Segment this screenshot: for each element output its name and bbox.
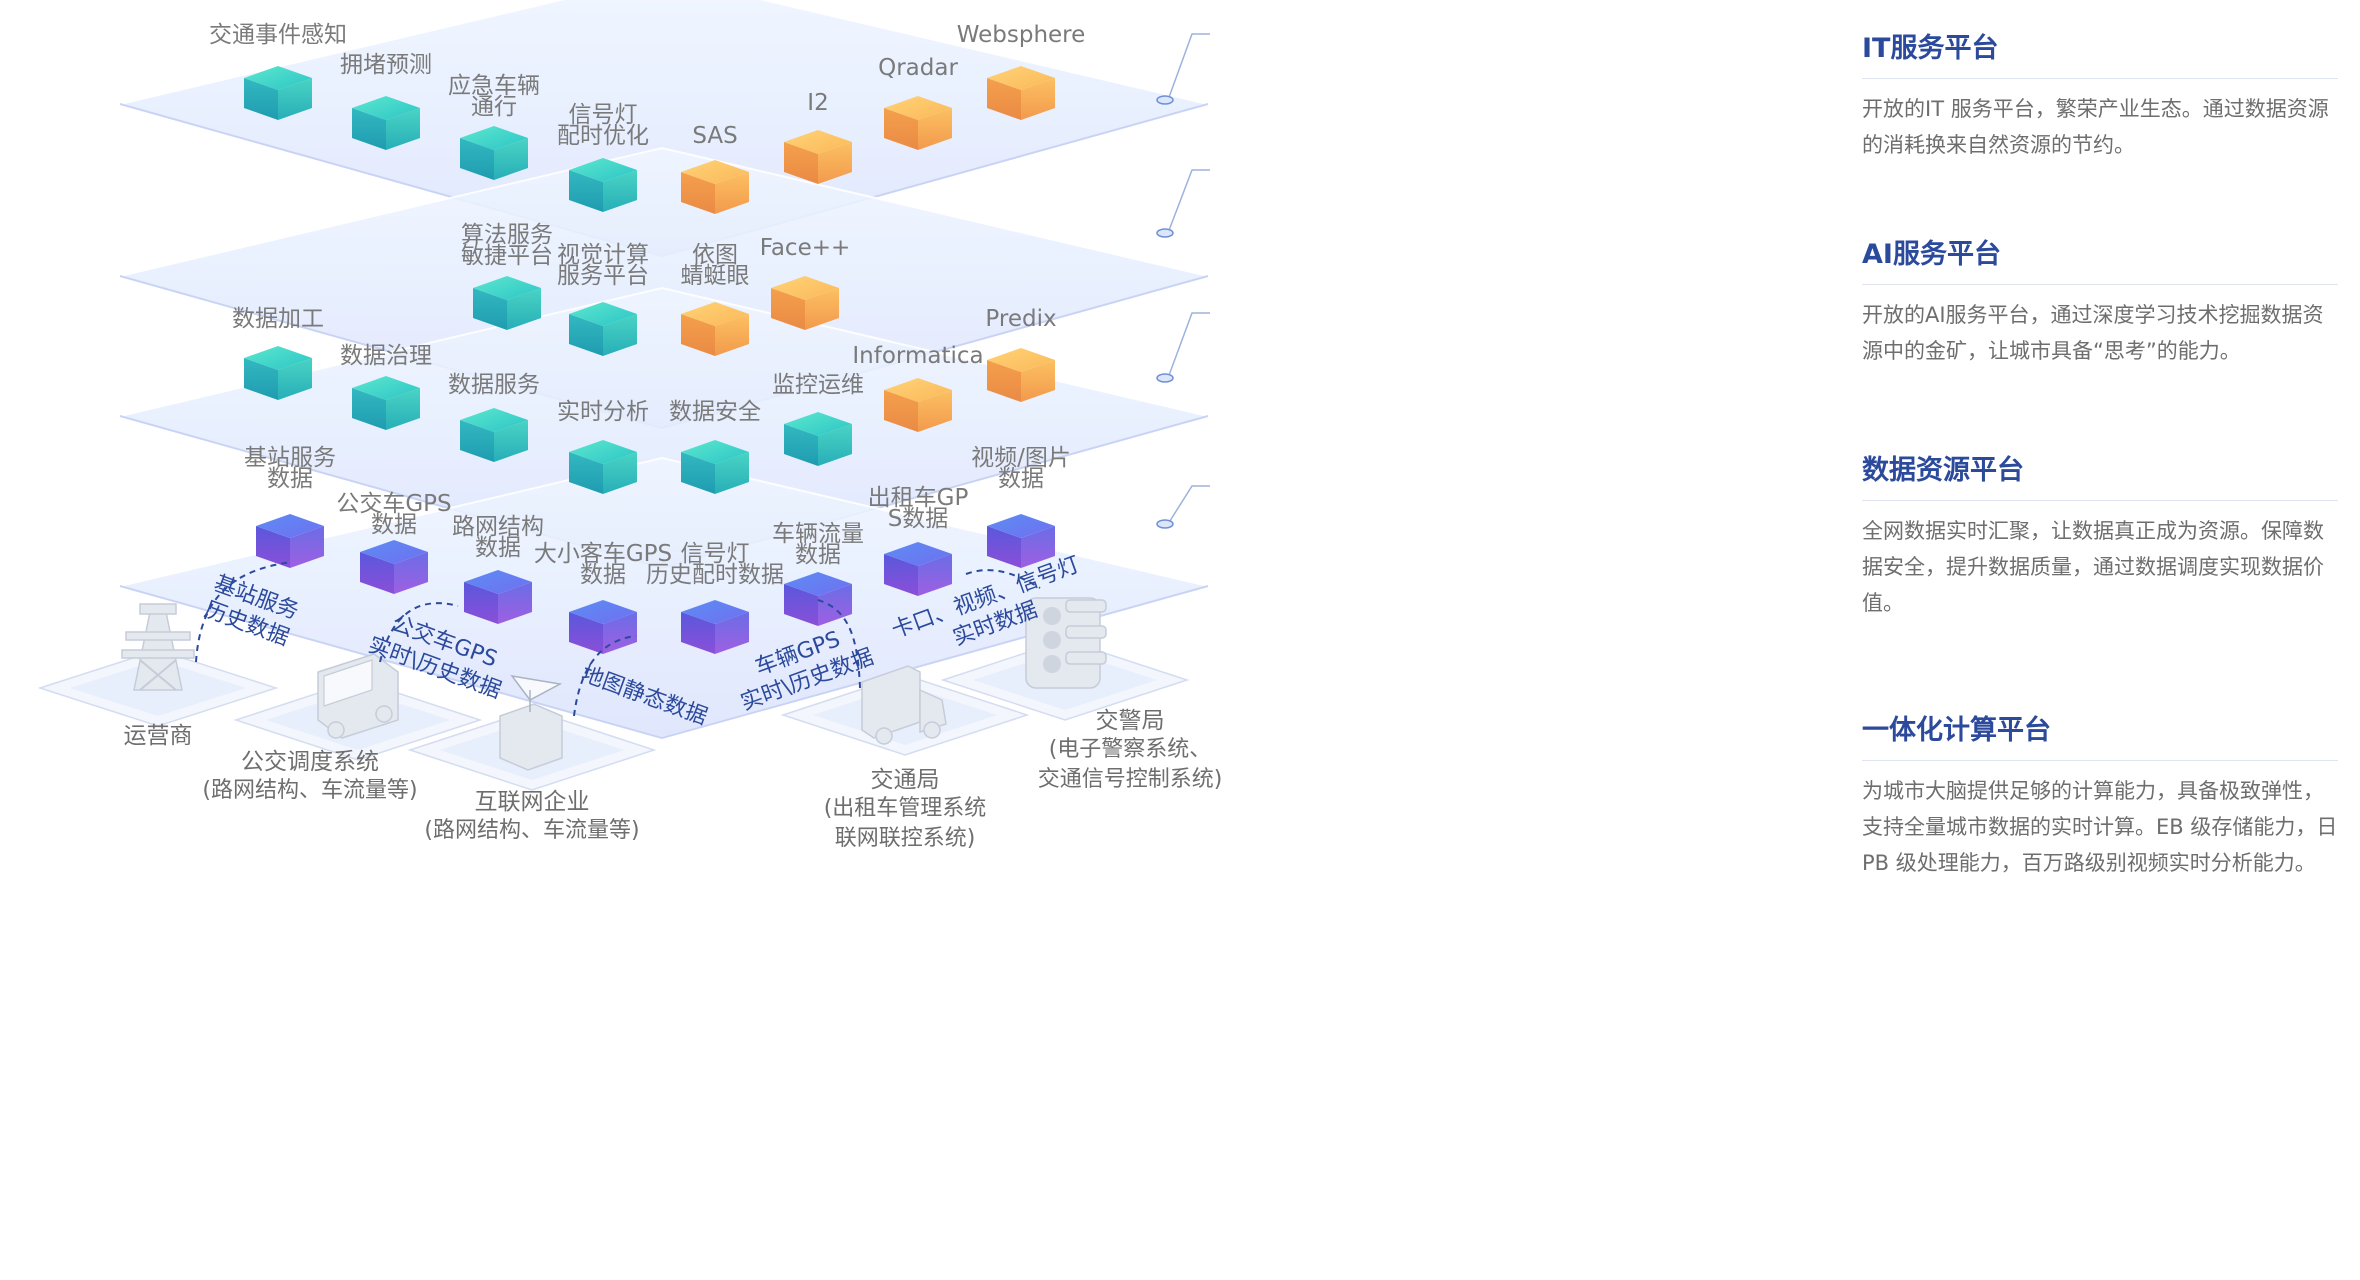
- platform-title: 数据资源平台: [1862, 452, 2338, 501]
- service-cube: [360, 540, 428, 594]
- service-label: 数据加工: [232, 306, 324, 332]
- service-label: 数据安全: [669, 399, 761, 425]
- service-label: 视觉计算服务平台: [557, 242, 649, 289]
- service-cube: [569, 440, 637, 494]
- service-cube: [681, 302, 749, 356]
- legend-data-resource-platform: 数据资源平台 全网数据实时汇聚，让数据真正成为资源。保障数据安全，提升数据质量，…: [1862, 452, 2338, 621]
- service-cube: [569, 302, 637, 356]
- leader-line: [1167, 312, 1210, 379]
- service-cube: [987, 66, 1055, 120]
- layer-pin: [1156, 373, 1174, 383]
- service-cube: [569, 158, 637, 212]
- data-flow-arrow: [379, 602, 459, 663]
- service-label: 监控运维: [772, 372, 864, 398]
- service-label: 依图蜻蜓眼: [681, 242, 750, 289]
- service-label: 基站服务数据: [244, 445, 336, 492]
- service-label: Informatica: [852, 343, 983, 369]
- source-name: 互联网企业: [475, 789, 590, 815]
- leader-line: [1167, 169, 1210, 234]
- service-cube: [244, 66, 312, 120]
- service-cube: [569, 600, 637, 654]
- layer-pin: [1156, 228, 1174, 238]
- legend-it-service-platform: IT服务平台 开放的IT 服务平台，繁荣产业生态。通过数据资源的消耗换来自然资源…: [1862, 30, 2338, 163]
- service-label: 数据治理: [340, 343, 432, 369]
- platform-title: AI服务平台: [1862, 236, 2338, 285]
- platform-description: 全网数据实时汇聚，让数据真正成为资源。保障数据安全，提升数据质量，通过数据调度实…: [1862, 519, 2324, 615]
- platform-description: 为城市大脑提供足够的计算能力，具备极致弹性，支持全量城市数据的实时计算。EB 级…: [1862, 779, 2338, 875]
- service-label: 视频/图片数据: [971, 445, 1071, 492]
- service-label: 车辆流量数据: [772, 521, 864, 568]
- service-label: Predix: [985, 306, 1056, 332]
- service-label: 信号灯历史配时数据: [646, 541, 784, 588]
- service-cube: [987, 514, 1055, 568]
- paper-plane-icon: [499, 674, 563, 771]
- service-cube: [784, 130, 852, 184]
- service-label: SAS: [692, 123, 737, 149]
- platform-title: IT服务平台: [1862, 30, 2338, 79]
- service-cube: [244, 346, 312, 400]
- service-label: 路网结构数据: [452, 514, 544, 561]
- service-cube: [884, 96, 952, 150]
- service-cube: [681, 440, 749, 494]
- traffic-light-icon: [1025, 597, 1107, 689]
- source-detail: (路网结构、车流量等): [424, 818, 639, 843]
- legend-integrated-computing-platform: 一体化计算平台 为城市大脑提供足够的计算能力，具备极致弹性，支持全量城市数据的实…: [1862, 712, 2338, 881]
- service-label: Websphere: [957, 22, 1086, 48]
- cell-tower-icon: [121, 603, 195, 691]
- source-detail: (电子警察系统、交通信号控制系统): [1038, 737, 1223, 792]
- service-label: 信号灯配时优化: [557, 102, 649, 149]
- layer-pin: [1156, 95, 1174, 105]
- leader-line: [1167, 485, 1210, 525]
- service-label: 实时分析: [557, 399, 649, 425]
- service-cube: [464, 570, 532, 624]
- service-cube: [987, 348, 1055, 402]
- data-flow-arrow: [573, 635, 637, 717]
- source-detail: (出租车管理系统联网联控系统): [824, 796, 987, 851]
- service-cube: [784, 412, 852, 466]
- service-cube: [460, 126, 528, 180]
- service-cube: [460, 408, 528, 462]
- service-label: 算法服务敏捷平台: [461, 222, 553, 269]
- service-cube: [884, 542, 952, 596]
- leader-line: [1167, 33, 1210, 101]
- service-label: Face++: [760, 235, 851, 261]
- data-flow-arrow: [817, 599, 861, 689]
- service-cube: [771, 276, 839, 330]
- service-label: 应急车辆通行: [448, 73, 540, 120]
- service-cube: [681, 160, 749, 214]
- service-label: 交通事件感知: [209, 22, 347, 48]
- layer-pin: [1156, 519, 1174, 529]
- platform-description: 开放的AI服务平台，通过深度学习技术挖掘数据资源中的金矿，让城市具备“思考”的能…: [1862, 303, 2324, 363]
- source-name: 公交调度系统: [241, 749, 379, 775]
- service-cube: [884, 378, 952, 432]
- service-cube: [784, 572, 852, 626]
- source-name: 交警局: [1096, 708, 1165, 734]
- bus-icon: [317, 653, 399, 739]
- service-label: 拥堵预测: [340, 52, 432, 78]
- service-label: I2: [807, 90, 828, 116]
- data-flow-arrow: [195, 561, 293, 663]
- platform-title: 一体化计算平台: [1862, 712, 2338, 761]
- legend-ai-service-platform: AI服务平台 开放的AI服务平台，通过深度学习技术挖掘数据资源中的金矿，让城市具…: [1862, 236, 2338, 369]
- platform-legend: IT服务平台 开放的IT 服务平台，繁荣产业生态。通过数据资源的消耗换来自然资源…: [1862, 0, 2342, 1280]
- service-cube: [256, 514, 324, 568]
- service-cube: [681, 600, 749, 654]
- data-flow-arrow: [965, 569, 1041, 589]
- source-detail: (路网结构、车流量等): [202, 778, 417, 803]
- service-cube: [473, 276, 541, 330]
- service-cube: [352, 376, 420, 430]
- platform-description: 开放的IT 服务平台，繁荣产业生态。通过数据资源的消耗换来自然资源的节约。: [1862, 97, 2329, 157]
- source-name: 交通局: [871, 767, 940, 793]
- truck-icon: [861, 665, 947, 745]
- service-label: Qradar: [878, 55, 958, 81]
- source-name: 运营商: [124, 723, 193, 749]
- service-cube: [352, 96, 420, 150]
- service-label: 数据服务: [448, 372, 540, 398]
